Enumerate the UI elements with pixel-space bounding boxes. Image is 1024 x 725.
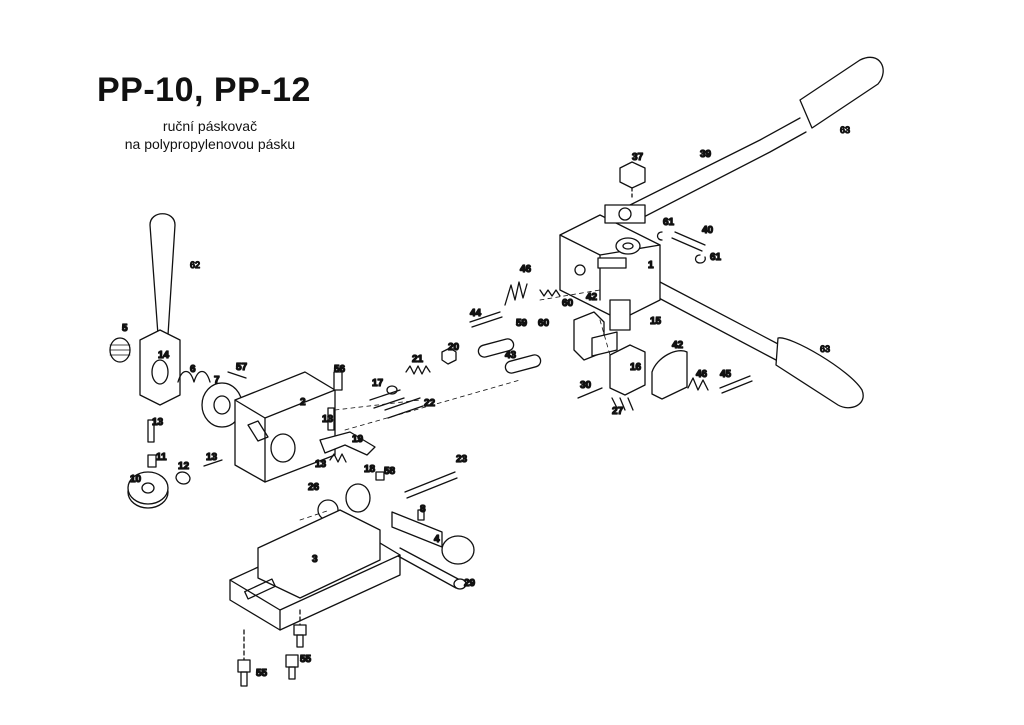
part-label-22: 22 bbox=[424, 398, 436, 409]
head-body-1 bbox=[559, 204, 661, 321]
part-label-63: 63 bbox=[840, 125, 850, 135]
jaw-42-upper bbox=[573, 299, 631, 361]
part-label-23: 23 bbox=[456, 454, 468, 465]
part-label-37: 37 bbox=[632, 152, 644, 163]
part-label-43: 43 bbox=[505, 350, 517, 361]
part-label-13: 13 bbox=[315, 459, 327, 470]
part-label-40: 40 bbox=[702, 225, 714, 236]
pin-30 bbox=[577, 387, 603, 399]
screws-55 bbox=[237, 609, 307, 687]
part-label-60: 60 bbox=[562, 298, 574, 309]
part-label-45: 45 bbox=[720, 369, 732, 380]
part-label-6: 6 bbox=[190, 364, 196, 375]
part-label-1: 1 bbox=[648, 260, 654, 271]
part-label-7: 7 bbox=[214, 375, 220, 386]
part-label-2: 2 bbox=[300, 397, 306, 408]
part-label-11: 11 bbox=[156, 452, 167, 463]
part-label-44: 44 bbox=[470, 308, 482, 319]
part-label-58: 58 bbox=[384, 466, 396, 477]
pin-45 bbox=[719, 375, 751, 389]
part-label-13: 13 bbox=[322, 414, 334, 425]
spring-46-upper bbox=[504, 281, 561, 306]
block-16-27 bbox=[609, 344, 646, 411]
part-label-4: 4 bbox=[434, 534, 440, 545]
pin-44 bbox=[469, 311, 501, 323]
part-label-10: 10 bbox=[130, 474, 142, 485]
part-label-42: 42 bbox=[586, 292, 598, 303]
part-labels: 63 37 39 61 40 61 62 46 1 42 44 60 59 60… bbox=[121, 124, 850, 679]
frame-body-2 bbox=[234, 371, 336, 483]
subtitle-line-1: ruční páskovač bbox=[162, 118, 258, 134]
lever-assembly bbox=[619, 56, 884, 409]
latch-19 bbox=[319, 431, 376, 456]
spring-18 bbox=[329, 453, 347, 463]
pins-20-21-43 bbox=[405, 338, 542, 375]
guide-lines bbox=[299, 289, 611, 521]
part-label-63: 63 bbox=[820, 344, 830, 354]
part-label-26: 26 bbox=[308, 482, 320, 493]
part-label-55: 55 bbox=[300, 654, 312, 665]
rod-29 bbox=[399, 547, 461, 581]
part-label-61: 61 bbox=[710, 252, 722, 263]
subtitle-line-2: na polypropylenovou pásku bbox=[124, 136, 296, 152]
page-title: PP-10, PP-12 bbox=[97, 71, 311, 109]
part-label-57: 57 bbox=[236, 362, 248, 373]
part-label-59: 59 bbox=[516, 318, 528, 329]
handle-62 bbox=[109, 213, 181, 406]
part-label-39: 39 bbox=[700, 149, 712, 160]
pin-23 bbox=[404, 471, 456, 493]
jaw-42-lower bbox=[651, 350, 688, 400]
part-label-61: 61 bbox=[663, 217, 675, 228]
part-label-62: 62 bbox=[190, 260, 200, 270]
bushing-4 bbox=[391, 509, 475, 565]
part-label-55: 55 bbox=[256, 668, 268, 679]
spring-46-lower bbox=[687, 377, 709, 391]
pin-56 bbox=[333, 371, 343, 391]
part-label-18: 18 bbox=[364, 464, 376, 475]
part-label-56: 56 bbox=[334, 364, 346, 375]
wheel-10-group bbox=[127, 419, 223, 509]
part-label-17: 17 bbox=[372, 378, 384, 389]
part-label-42: 42 bbox=[672, 340, 684, 351]
part-label-13: 13 bbox=[152, 417, 164, 428]
part-label-19: 19 bbox=[352, 434, 364, 445]
part-label-60: 60 bbox=[538, 318, 550, 329]
part-label-5: 5 bbox=[122, 323, 128, 334]
part-label-8: 8 bbox=[420, 504, 426, 515]
nut-37 bbox=[619, 161, 646, 201]
part-label-21: 21 bbox=[412, 354, 424, 365]
part-label-20: 20 bbox=[448, 342, 460, 353]
pins-40-61 bbox=[656, 231, 706, 264]
part-label-46: 46 bbox=[520, 264, 532, 275]
pin-58 bbox=[375, 471, 385, 481]
screws-17-22 bbox=[369, 385, 424, 419]
part-label-15: 15 bbox=[650, 316, 662, 327]
part-label-27: 27 bbox=[612, 406, 624, 417]
part-label-14: 14 bbox=[158, 350, 170, 361]
spring-13-upper bbox=[327, 407, 335, 431]
base-plate-3 bbox=[229, 509, 401, 631]
part-label-3: 3 bbox=[312, 554, 318, 565]
part-label-30: 30 bbox=[580, 380, 592, 391]
part-label-12: 12 bbox=[178, 461, 190, 472]
part-label-46: 46 bbox=[696, 369, 708, 380]
part-label-16: 16 bbox=[630, 362, 642, 373]
part-label-13: 13 bbox=[206, 452, 218, 463]
part-label-29: 29 bbox=[464, 578, 476, 589]
